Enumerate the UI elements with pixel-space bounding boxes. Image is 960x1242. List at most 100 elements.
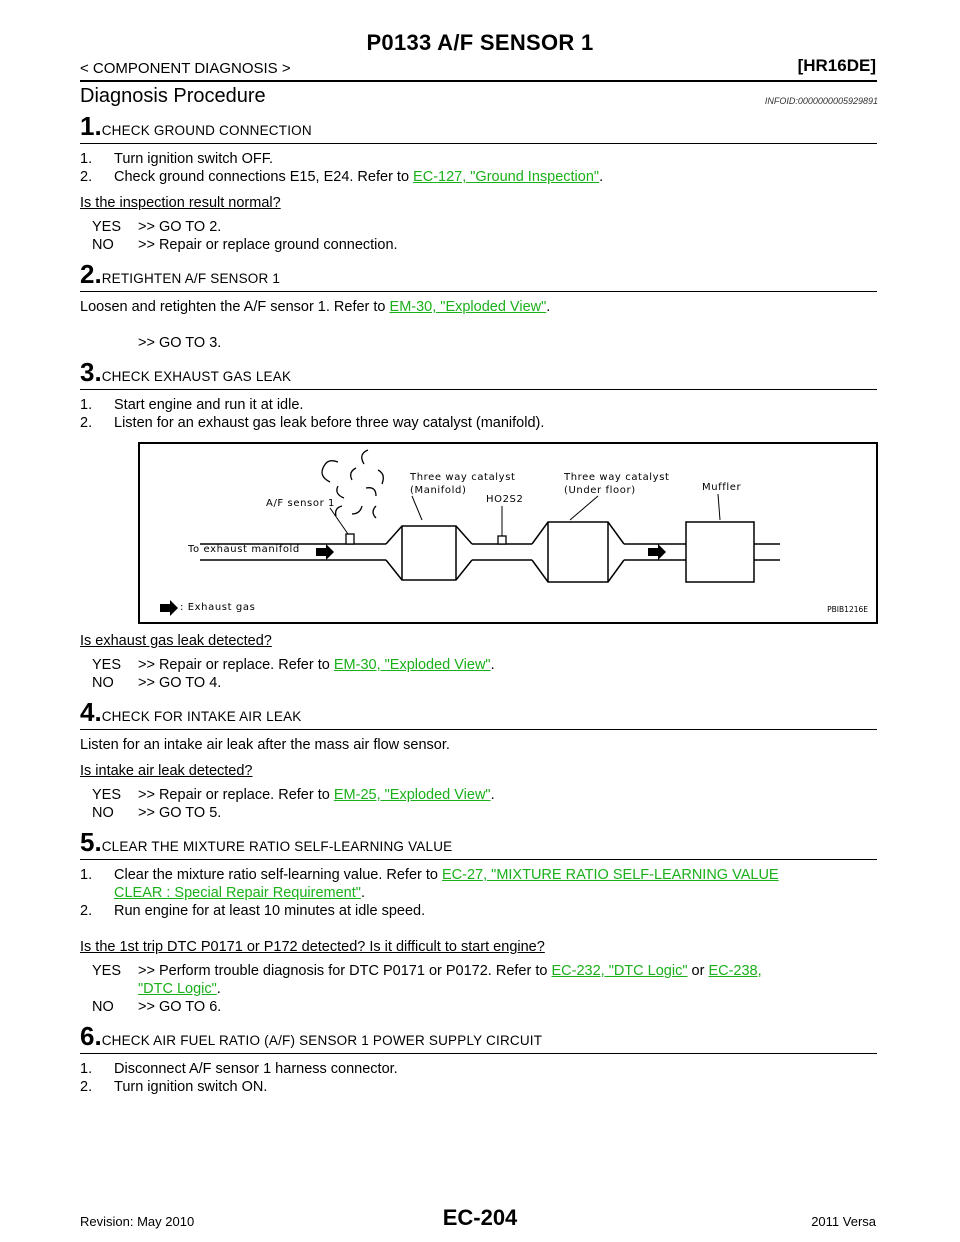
answer-text: >> GO TO 4. <box>138 675 222 691</box>
question: Is exhaust gas leak detected? <box>80 633 272 649</box>
label-twc-manifold-a: Three way catalyst <box>410 472 516 483</box>
ref-link-ec27-cont[interactable]: CLEAR : Special Repair Requirement" <box>114 885 361 901</box>
procedure-content: 1.CHECK GROUND CONNECTION 1. Turn igniti… <box>80 112 878 1096</box>
list-text: Run engine for at least 10 minutes at id… <box>114 903 426 919</box>
punct: . <box>360 885 365 901</box>
question: Is intake air leak detected? <box>80 763 253 779</box>
question: Is the 1st trip DTC P0171 or P172 detect… <box>80 939 545 955</box>
list-text: Turn ignition switch ON. <box>114 1079 268 1095</box>
step-5: 5.CLEAR THE MIXTURE RATIO SELF-LEARNING … <box>80 828 877 1016</box>
ref-link-ec238-cont[interactable]: "DTC Logic" <box>138 981 217 997</box>
list-number: 2. <box>80 415 93 431</box>
label-to-exhaust-manifold: To exhaust manifold <box>188 544 300 555</box>
page-number: EC-204 <box>442 1205 518 1230</box>
punct: . <box>216 981 221 997</box>
step-number: 2. <box>80 259 102 289</box>
answer-text: >> GO TO 6. <box>138 999 222 1015</box>
answer-no: NO >> Repair or replace ground connectio… <box>92 236 877 254</box>
list-item: 1. Start engine and run it at idle. <box>80 396 877 414</box>
step-text: Listen for an intake air leak after the … <box>80 737 450 753</box>
label-ho2s2: HO2S2 <box>486 494 524 505</box>
exhaust-diagram-svg <box>160 449 780 616</box>
answer-text: >> Perform trouble diagnosis for DTC P01… <box>138 963 552 979</box>
model-year: 2011 Versa <box>811 1214 876 1229</box>
step-number: 6. <box>80 1021 102 1051</box>
answer-yes: YES >> Repair or replace. Refer to EM-30… <box>92 656 877 674</box>
label-legend-exhaust-gas: : Exhaust gas <box>180 602 256 613</box>
list-number: 1. <box>80 1061 93 1077</box>
answer-yes: YES >> Repair or replace. Refer to EM-25… <box>92 786 877 804</box>
exhaust-pipe <box>200 521 780 583</box>
label-twc-manifold-b: (Manifold) <box>410 485 467 496</box>
ref-link-em30[interactable]: EM-30, "Exploded View" <box>333 657 491 673</box>
list-item: 2. Turn ignition switch ON. <box>80 1078 877 1096</box>
af-sensor-icon <box>345 533 355 545</box>
list-number: 1. <box>80 397 93 413</box>
step-1-header: 1.CHECK GROUND CONNECTION <box>80 112 877 144</box>
step-number: 3. <box>80 357 102 387</box>
header-rule <box>80 80 877 82</box>
text: Loosen and retighten the A/F sensor 1. R… <box>80 299 390 315</box>
exhaust-flow-arrow-icon <box>160 544 666 616</box>
step-1: 1.CHECK GROUND CONNECTION 1. Turn igniti… <box>80 112 877 254</box>
list-item: 1. Turn ignition switch OFF. <box>80 150 877 168</box>
step-3: 3.CHECK EXHAUST GAS LEAK 1. Start engine… <box>80 358 878 692</box>
answer-key: YES <box>92 787 122 803</box>
step-2-header: 2.RETIGHTEN A/F SENSOR 1 <box>80 260 877 292</box>
list-item: 2. Run engine for at least 10 minutes at… <box>80 902 877 920</box>
ho2s2-sensor-icon <box>497 535 507 545</box>
answer-key: NO <box>92 999 114 1015</box>
answer-key: NO <box>92 675 114 691</box>
text: or <box>687 963 709 979</box>
answer-yes: YES >> GO TO 2. <box>92 218 877 236</box>
step-3-header: 3.CHECK EXHAUST GAS LEAK <box>80 358 877 390</box>
list-number: 2. <box>80 169 93 185</box>
page-title: P0133 A/F SENSOR 1 <box>366 30 594 55</box>
engine-code: [HR16DE] <box>797 56 876 75</box>
breadcrumb: < COMPONENT DIAGNOSIS > <box>80 60 291 77</box>
ref-link-ec238[interactable]: EC-238, <box>708 963 762 979</box>
list-text: Listen for an exhaust gas leak before th… <box>114 415 545 431</box>
exhaust-system-diagram: Three way catalyst (Manifold) Three way … <box>138 442 878 624</box>
step-number: 1. <box>80 111 102 141</box>
ref-link-em30[interactable]: EM-30, "Exploded View" <box>389 299 547 315</box>
step-4-header: 4.CHECK FOR INTAKE AIR LEAK <box>80 698 877 730</box>
answer-text: >> Repair or replace. Refer to <box>138 657 334 673</box>
answer-key: NO <box>92 805 114 821</box>
label-twc-underfloor-a: Three way catalyst <box>564 472 670 483</box>
list-text: Clear the mixture ratio self-learning va… <box>114 867 443 883</box>
step-5-header: 5.CLEAR THE MIXTURE RATIO SELF-LEARNING … <box>80 828 877 860</box>
list-number: 1. <box>80 151 93 167</box>
ref-link-ec127[interactable]: EC-127, "Ground Inspection" <box>413 169 600 185</box>
answer-no: NO >> GO TO 5. <box>92 804 877 822</box>
list-text: Turn ignition switch OFF. <box>114 151 274 167</box>
punct: . <box>599 169 604 185</box>
answer-key: NO <box>92 237 114 253</box>
label-muffler: Muffler <box>702 482 742 493</box>
section-title: Diagnosis Procedure <box>80 85 266 107</box>
step-number: 5. <box>80 827 102 857</box>
list-text: Disconnect A/F sensor 1 harness connecto… <box>114 1061 398 1077</box>
step-text: Loosen and retighten the A/F sensor 1. R… <box>80 298 877 316</box>
list-number: 1. <box>80 867 93 883</box>
punct: . <box>546 299 551 315</box>
punct: . <box>490 787 495 803</box>
label-af-sensor: A/F sensor 1 <box>266 498 336 509</box>
revision-date: Revision: May 2010 <box>80 1214 195 1229</box>
info-id: INFOID:0000000005929891 <box>764 96 878 106</box>
list-item: 2. Listen for an exhaust gas leak before… <box>80 414 877 432</box>
list-item: 1. Clear the mixture ratio self-learning… <box>80 866 877 902</box>
list-text: Start engine and run it at idle. <box>114 397 304 413</box>
list-number: 2. <box>80 1079 93 1095</box>
step-2: 2.RETIGHTEN A/F SENSOR 1 Loosen and reti… <box>80 260 877 352</box>
answer-text: >> GO TO 3. <box>138 335 222 351</box>
punct: . <box>490 657 495 673</box>
ref-link-ec232[interactable]: EC-232, "DTC Logic" <box>551 963 688 979</box>
ref-link-em25[interactable]: EM-25, "Exploded View" <box>333 787 491 803</box>
ref-link-ec27[interactable]: EC-27, "MIXTURE RATIO SELF-LEARNING VALU… <box>442 867 779 883</box>
step-title: CLEAR THE MIXTURE RATIO SELF-LEARNING VA… <box>101 839 453 854</box>
answer-key: YES <box>92 657 122 673</box>
step-title: CHECK FOR INTAKE AIR LEAK <box>101 709 302 724</box>
list-number: 2. <box>80 903 93 919</box>
answer-text: >> Repair or replace. Refer to <box>138 787 334 803</box>
